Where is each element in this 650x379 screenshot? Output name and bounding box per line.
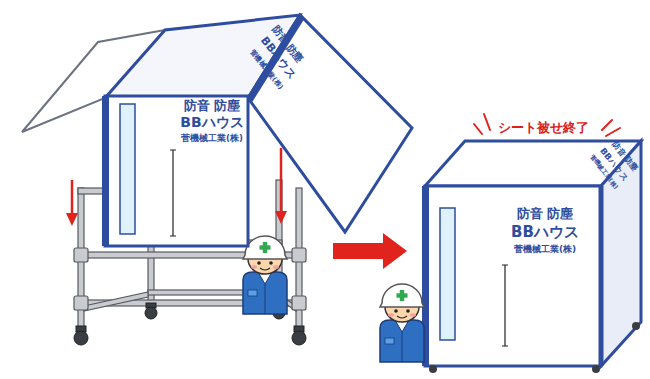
illustration-part: [243, 236, 287, 314]
lowering-arrows: [66, 148, 287, 226]
illustration-part: [280, 148, 283, 213]
status-caption: シート被せ終了: [498, 121, 589, 135]
illustration-part: [120, 104, 135, 234]
illustration-part: [84, 292, 148, 311]
illustration-part: [429, 365, 437, 373]
illustration-part: [145, 307, 157, 319]
illustration-part: [74, 248, 88, 262]
illustration-part: [74, 331, 88, 345]
illustration-part: [474, 124, 482, 134]
illustration-part: [425, 186, 601, 366]
illustration-part: [484, 114, 490, 130]
printed-panel-text: 防音 防塵: [184, 99, 241, 113]
emphasis-lines: [474, 114, 620, 136]
illustration-part: [248, 15, 412, 232]
illustration-part: [606, 128, 620, 136]
illustration-part: [592, 365, 600, 373]
illustration-part: [105, 96, 248, 246]
illustration-part: [275, 211, 287, 224]
finished-house: [422, 141, 641, 373]
printed-panel-text: BBハウス: [511, 224, 579, 241]
illustration-part: [440, 208, 455, 340]
illustration-part: [71, 180, 74, 215]
illustration-part: [380, 284, 424, 362]
illustration-part: [170, 150, 176, 236]
illustration-part: [333, 233, 407, 269]
printed-panel-text: 菅機械工業(株): [514, 245, 576, 255]
illustration-part: [632, 322, 640, 330]
illustration-part: [102, 96, 109, 246]
illustration-part: [74, 296, 88, 310]
illustration-part: [599, 186, 604, 366]
illustration-part: [292, 248, 306, 262]
house-cover-opening: [22, 15, 412, 246]
illustration-part: [66, 213, 78, 226]
step-arrow: [333, 233, 407, 269]
illustration-part: [502, 265, 508, 346]
printed-panel-text: 防音 防塵: [517, 207, 574, 221]
illustration-part: [292, 296, 306, 310]
printed-panel-text: BBハウス: [180, 115, 243, 130]
printed-panel-text: 菅機械工業(株): [181, 134, 243, 143]
illustration-part: [602, 120, 612, 130]
illustration-part: [292, 331, 306, 345]
